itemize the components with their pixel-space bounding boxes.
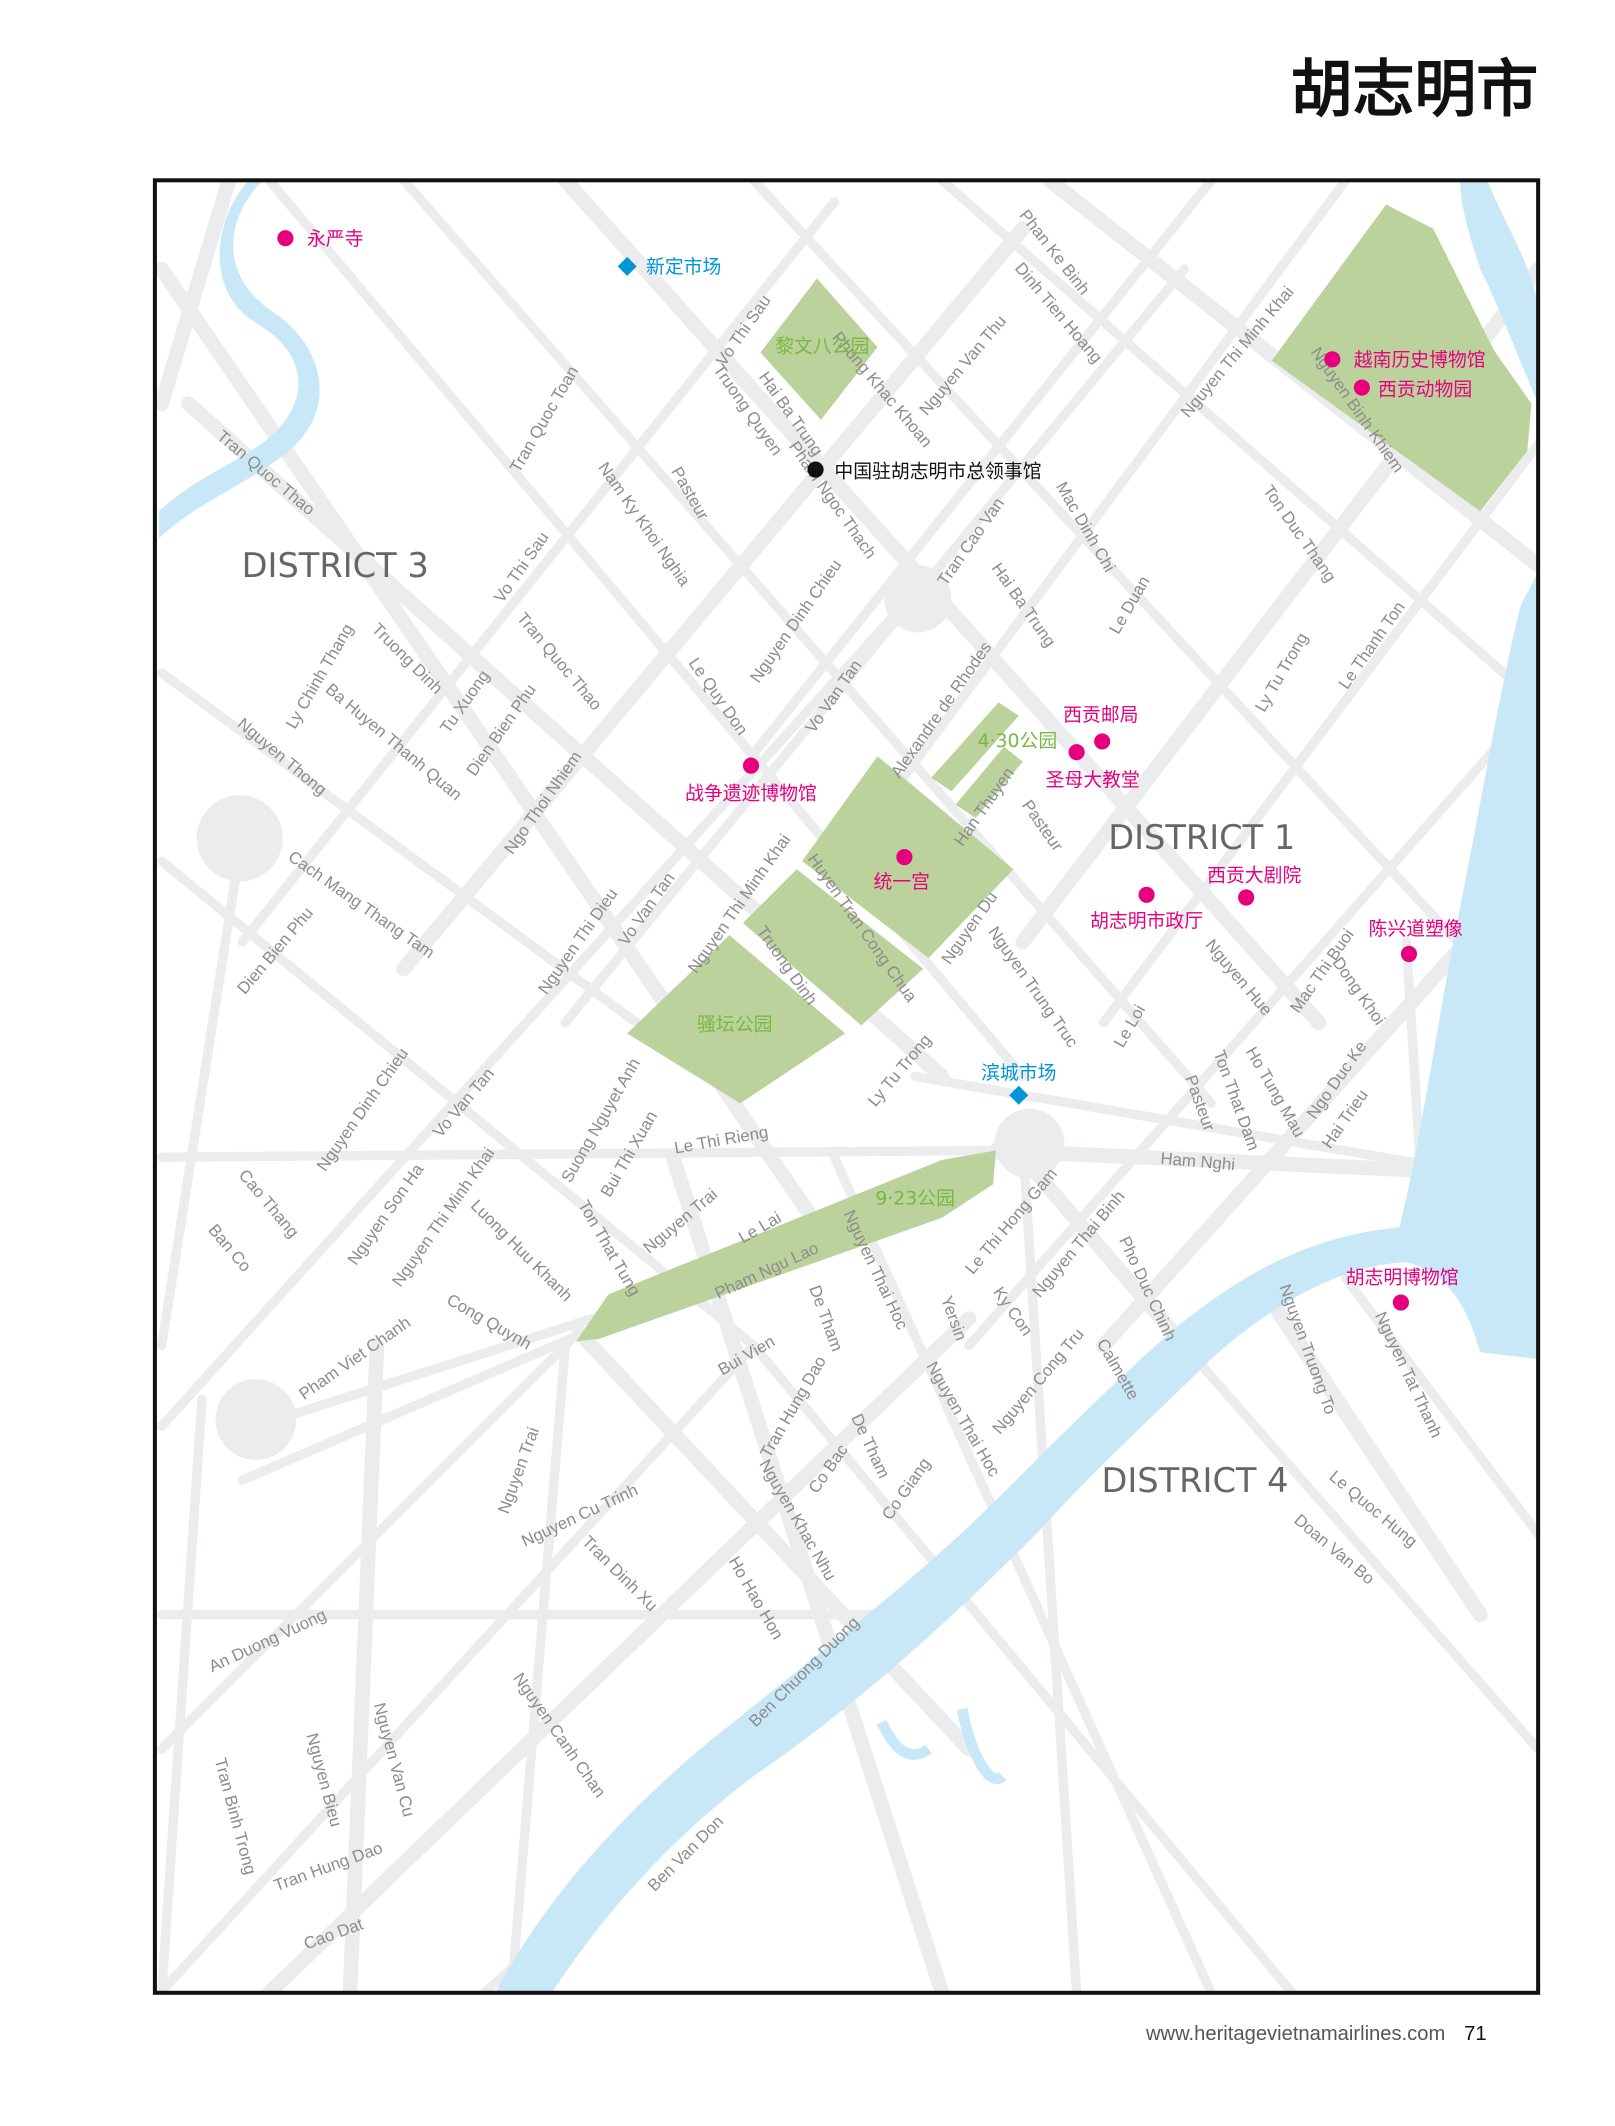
poi-label: 陈兴道塑像 [1369, 918, 1463, 940]
road [399, 180, 1216, 1109]
market-ben-thanh[interactable]: 滨城市场 [981, 1062, 1056, 1105]
poi-post-office[interactable]: 西贡邮局 [1063, 704, 1138, 750]
poi-war-remnants-museum[interactable]: 战争遗迹博物馆 [685, 757, 817, 805]
road [1257, 1284, 1488, 1623]
road [154, 180, 237, 412]
poi-zoo[interactable]: 西贡动物园 [1353, 379, 1472, 401]
poi-label: 胡志明博物馆 [1346, 1267, 1459, 1289]
road [829, 1152, 1216, 1993]
roundabout [884, 565, 952, 633]
road [156, 1340, 759, 1993]
road [748, 1340, 1297, 1993]
poi-label: 西贡大剧院 [1207, 864, 1301, 886]
map-frame [152, 178, 1541, 1995]
poi-city-hall[interactable]: 胡志明市政厅 [1090, 886, 1203, 932]
poi-label: 战争遗迹博物馆 [685, 782, 817, 804]
poi-label: 胡志明市政厅 [1090, 910, 1203, 932]
park-430-b [955, 746, 1023, 819]
poi-label: 西贡邮局 [1063, 704, 1138, 726]
road [506, 1340, 571, 1993]
road [560, 264, 1189, 1028]
poi-ho-chi-minh-museum[interactable]: 胡志明博物馆 [1346, 1267, 1459, 1311]
consulate-label: 中国驻胡志明市总领事馆 [834, 461, 1041, 483]
road [937, 180, 1539, 705]
park-strip [742, 869, 924, 1026]
page-title: 胡志明市 [1291, 53, 1539, 125]
park-430-a [931, 702, 1019, 792]
road [1015, 1149, 1192, 1353]
park-label: 骚坛公园 [697, 1014, 772, 1036]
roundabout [215, 1379, 297, 1460]
poi-tran-hung-dao-statue[interactable]: 陈兴道塑像 [1369, 918, 1463, 963]
footer-url[interactable]: www.heritagevietnamairlines.com [1145, 2023, 1445, 2045]
park-zoo [1271, 204, 1532, 512]
poi-label: 永严寺 [307, 228, 363, 250]
district-1-label: DISTRICT 1 [1108, 818, 1295, 857]
poi-vinh-nghiem-pagoda[interactable]: 永严寺 [277, 228, 363, 250]
road [748, 180, 1216, 759]
road [251, 1313, 597, 1432]
poi-label: 越南历史博物馆 [1354, 349, 1486, 371]
district-labels: DISTRICT 3 DISTRICT 1 DISTRICT 4 [242, 546, 1296, 1500]
park-923 [576, 1150, 996, 1342]
park-tao-dan [627, 935, 846, 1104]
roundabout [994, 1108, 1065, 1179]
market-label: 滨城市场 [981, 1062, 1056, 1084]
road [1341, 1273, 1539, 1539]
poi-notre-dame[interactable]: 圣母大教堂 [1046, 744, 1140, 791]
poi-history-museum[interactable]: 越南历史博物馆 [1324, 349, 1486, 371]
poi-label: 圣母大教堂 [1046, 769, 1140, 791]
roundabout [196, 795, 283, 882]
park-label: 9·23公园 [875, 1188, 955, 1209]
points-of-interest: 永严寺 越南历史博物馆 西贡动物园 战争遗迹博物馆 西贡邮局 圣母大教堂 统一宫… [277, 228, 1486, 1311]
road [856, 180, 1351, 839]
district-4-label: DISTRICT 4 [1101, 1461, 1288, 1500]
park-label: 4·30公园 [978, 731, 1058, 752]
consulate[interactable]: 中国驻胡志明市总领事馆 [807, 461, 1042, 483]
road [156, 829, 248, 1351]
poi-label: 西贡动物园 [1378, 379, 1472, 401]
road [396, 221, 1031, 977]
road [261, 1311, 977, 1993]
road [237, 197, 840, 947]
road [1018, 1139, 1082, 1993]
road [1179, 1340, 1539, 1754]
poi-reunification-palace[interactable]: 统一宫 [873, 849, 930, 893]
road [156, 1394, 207, 1993]
poi-opera-house[interactable]: 西贡大剧院 [1207, 864, 1301, 906]
road [156, 587, 920, 1432]
poi-label: 统一宫 [873, 871, 929, 893]
river [158, 180, 1539, 1993]
road [342, 1338, 385, 1993]
page-number: 71 [1464, 2023, 1486, 2045]
road [988, 1143, 1434, 1179]
road [156, 668, 678, 1055]
road [748, 180, 1512, 1001]
park-labels: 黎文八公园 4·30公园 骚坛公园 9·23公园 [697, 336, 1057, 1210]
market-label: 新定市场 [646, 256, 721, 278]
road [1098, 439, 1539, 1028]
park-label: 黎文八公园 [775, 336, 869, 358]
road [964, 694, 1539, 1351]
road [571, 1324, 977, 1757]
park-le-van-tam [760, 278, 878, 420]
district-3-label: DISTRICT 3 [242, 546, 429, 585]
road [156, 1145, 1001, 1162]
